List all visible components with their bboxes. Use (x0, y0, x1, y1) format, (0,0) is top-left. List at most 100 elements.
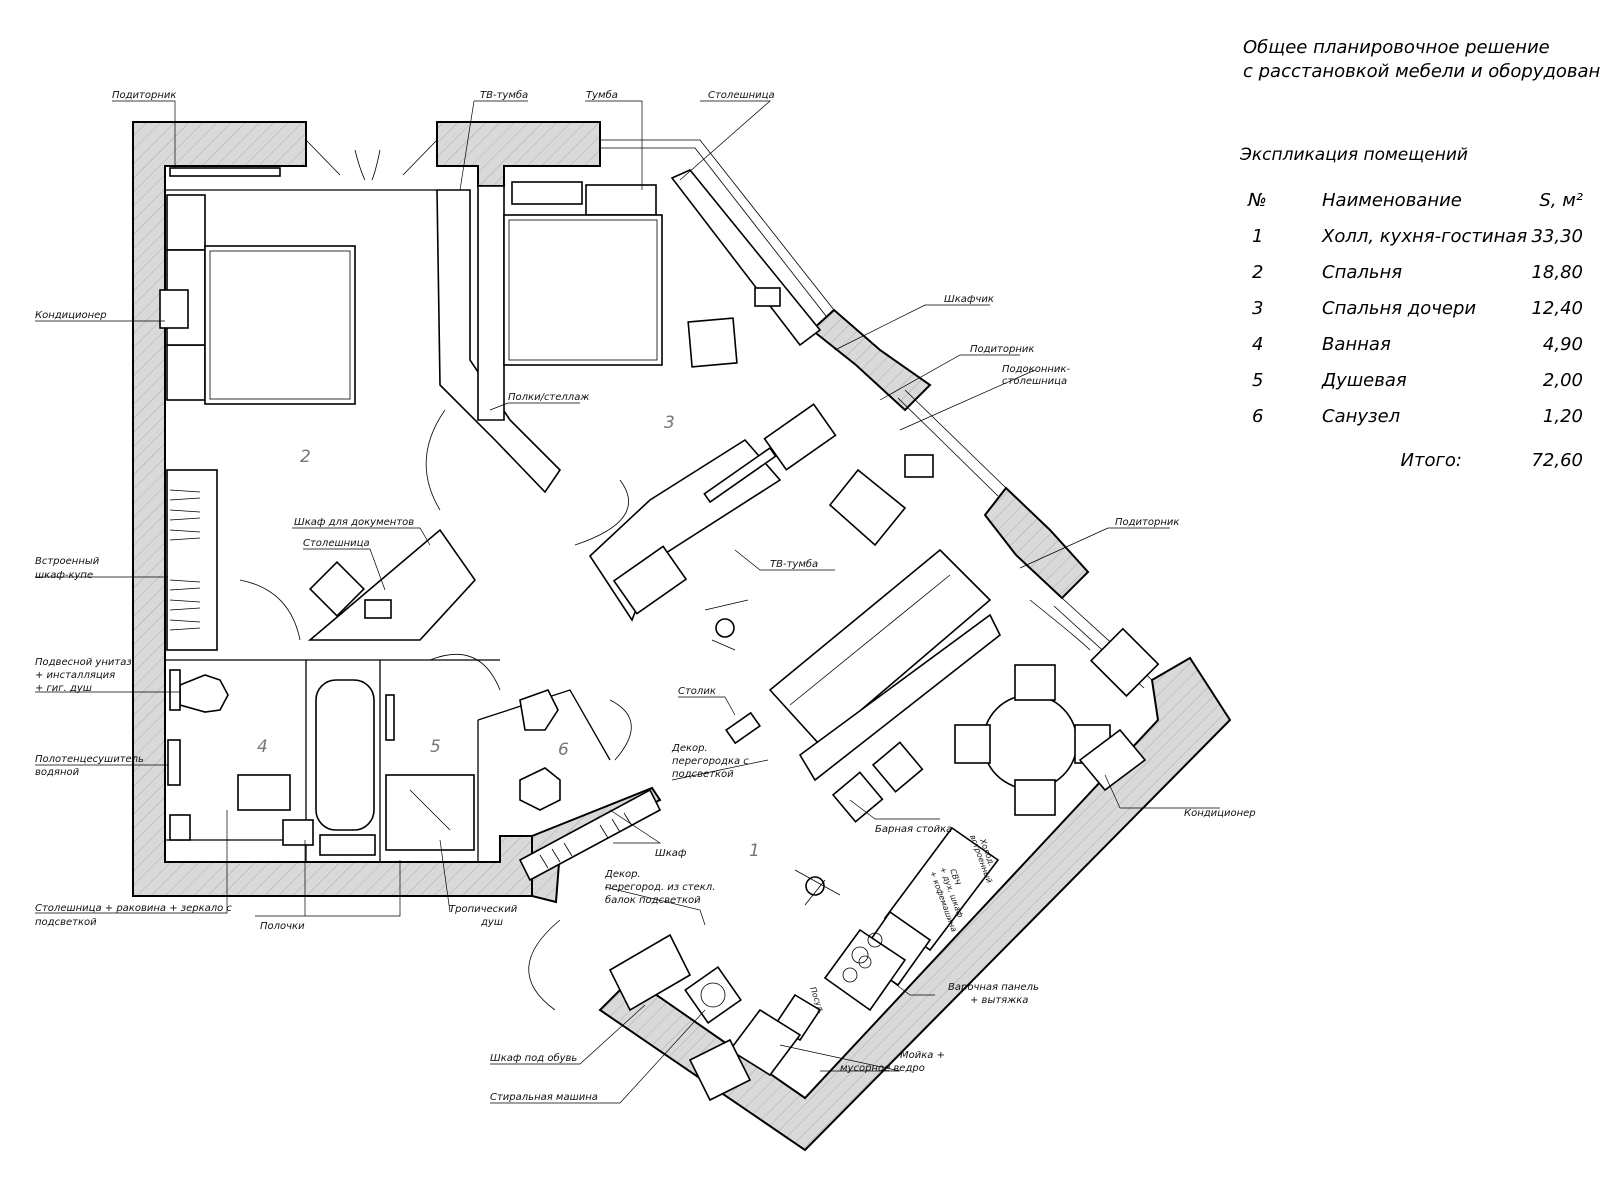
row-2-area: 18,80 (1531, 262, 1583, 283)
chair-top (1014, 664, 1056, 701)
label-stoleshnitsa-rak-1: Столешница + раковина + зеркало с (35, 903, 232, 914)
label-dekor2-1: Декор. (604, 869, 641, 880)
radiator (169, 167, 281, 177)
hob (823, 928, 907, 1012)
nightstand-3 (585, 184, 657, 216)
room-number-5: 5 (430, 737, 441, 757)
air-conditioner-left (159, 289, 189, 329)
kitchen-sink (728, 1008, 802, 1077)
row-3-num: 3 (1252, 298, 1263, 319)
label-podokonnik-stol-1: Подоконник- (1002, 364, 1070, 375)
label-dekor1-2: перегородка с (672, 756, 749, 767)
label-podokonnik-top: Подиторник (112, 90, 176, 101)
cabinet-small (828, 468, 907, 547)
leader-lines (35, 100, 1220, 1104)
header-name: Наименование (1322, 190, 1462, 211)
bedroom-3-furniture (503, 169, 837, 615)
label-dekor1-3: подсветкой (672, 769, 734, 780)
row-6-num: 6 (1252, 406, 1263, 427)
entry-cabinet (688, 1038, 752, 1102)
label-shkaf-dokumentov: Шкаф для документов (294, 517, 414, 528)
wall-right-block-1 (810, 308, 932, 412)
label-dekor2-2: перегород. из стекл. (605, 882, 715, 893)
row-1-num: 1 (1252, 226, 1263, 247)
label-tumba: Тумба (586, 89, 618, 101)
label-shkafchik: Шкафчик (944, 294, 994, 305)
wall-left-exterior (132, 121, 533, 897)
label-vstroenny-1: Встроенный (35, 556, 100, 567)
bar-counter (798, 613, 1002, 782)
row-4-area: 4,90 (1543, 334, 1583, 355)
row-6-name: Санузел (1322, 406, 1400, 427)
label-stoleshnitsa-top: Столешница (708, 90, 775, 101)
partition-desk (307, 528, 477, 641)
toilet-6 (519, 767, 561, 811)
label-shkaf: Шкаф (655, 848, 687, 859)
header-num: № (1247, 190, 1267, 211)
drawing-title: Общее планировочное решение с расстановк… (1243, 37, 1600, 82)
row-1-name: Холл, кухня-гостиная (1321, 226, 1527, 247)
shelf-tv (612, 545, 688, 615)
shelf-3 (763, 403, 837, 471)
shelf-4 (169, 814, 191, 841)
label-polotentse-2: водяной (35, 767, 80, 778)
label-moyka-2: мусорное ведро (840, 1063, 925, 1074)
laptop (364, 599, 392, 619)
bathroom-furniture (167, 669, 662, 882)
explication-title: Экспликация помещений (1239, 145, 1468, 165)
bar-stool-2 (871, 741, 924, 793)
label-varochnaya-1: Варочная панель (948, 982, 1039, 993)
bathtub (315, 679, 375, 831)
total-label: Итого: (1401, 450, 1463, 471)
coffee-table (725, 711, 761, 745)
toilet-4 (179, 674, 229, 713)
label-podvesnoy-3: + гиг. душ (35, 683, 92, 694)
walls (132, 121, 1232, 1152)
label-tv-tumba-top: ТВ-тумба (480, 89, 528, 101)
label-moyka-1: Мойка + (900, 1050, 945, 1061)
label-podokonnik-stol-2: столешница (1002, 376, 1067, 387)
row-4-name: Ванная (1322, 334, 1391, 355)
label-stolik: Столик (678, 686, 716, 697)
nightstand-top (166, 194, 206, 251)
total-value: 72,60 (1531, 450, 1583, 471)
bedroom-2-furniture (159, 167, 392, 651)
wardrobe-coupe (166, 469, 218, 651)
label-polotentse-1: Полотенцесушитель (35, 754, 144, 765)
row-1-area: 33,30 (1531, 226, 1583, 247)
shower-tray (385, 774, 475, 851)
desk-chair (308, 560, 366, 618)
people-figures (704, 599, 841, 906)
label-tropich-2: душ (480, 917, 503, 928)
wall-top-middle (436, 121, 601, 187)
label-shkaf-obuv: Шкаф под обувь (490, 1052, 577, 1064)
row-3-area: 12,40 (1531, 298, 1583, 319)
wardrobe-hall (518, 788, 662, 882)
row-3-name: Спальня дочери (1322, 298, 1476, 319)
label-podvesnoy-1: Подвесной унитаз (35, 657, 132, 668)
row-4-num: 4 (1252, 334, 1263, 355)
row-5-area: 2,00 (1543, 370, 1583, 391)
toilet-installation (169, 669, 181, 711)
towel-warmer (167, 739, 181, 786)
wall-right-block-2 (983, 486, 1090, 600)
title-line-2: с расстановкой мебели и оборудования (1243, 61, 1600, 82)
label-dekor1-1: Декор. (671, 743, 708, 754)
label-tv-tumba-mid: ТВ-тумба (770, 558, 818, 570)
label-konditsioner-left: Кондиционер (35, 310, 107, 321)
callout-labels: Подиторник ТВ-тумба Тумба Столешница Кон… (35, 89, 1256, 1103)
label-podokonnik-right: Подиторник (1115, 517, 1179, 528)
shoe-cabinet (608, 933, 692, 1012)
partition-wall-3 (477, 185, 505, 421)
living-room-furniture (725, 454, 1160, 823)
room-number-4: 4 (257, 737, 268, 757)
washing-machine (684, 966, 742, 1024)
label-polochki: Полочки (260, 921, 305, 932)
explication-table: Экспликация помещений № Наименование S, … (1239, 145, 1583, 471)
row-5-num: 5 (1252, 370, 1263, 391)
row-2-num: 2 (1252, 262, 1263, 283)
nightstand-bottom (166, 344, 206, 401)
partition-bedroom-divider (436, 189, 562, 494)
label-barnaya: Барная стойка (875, 824, 952, 835)
